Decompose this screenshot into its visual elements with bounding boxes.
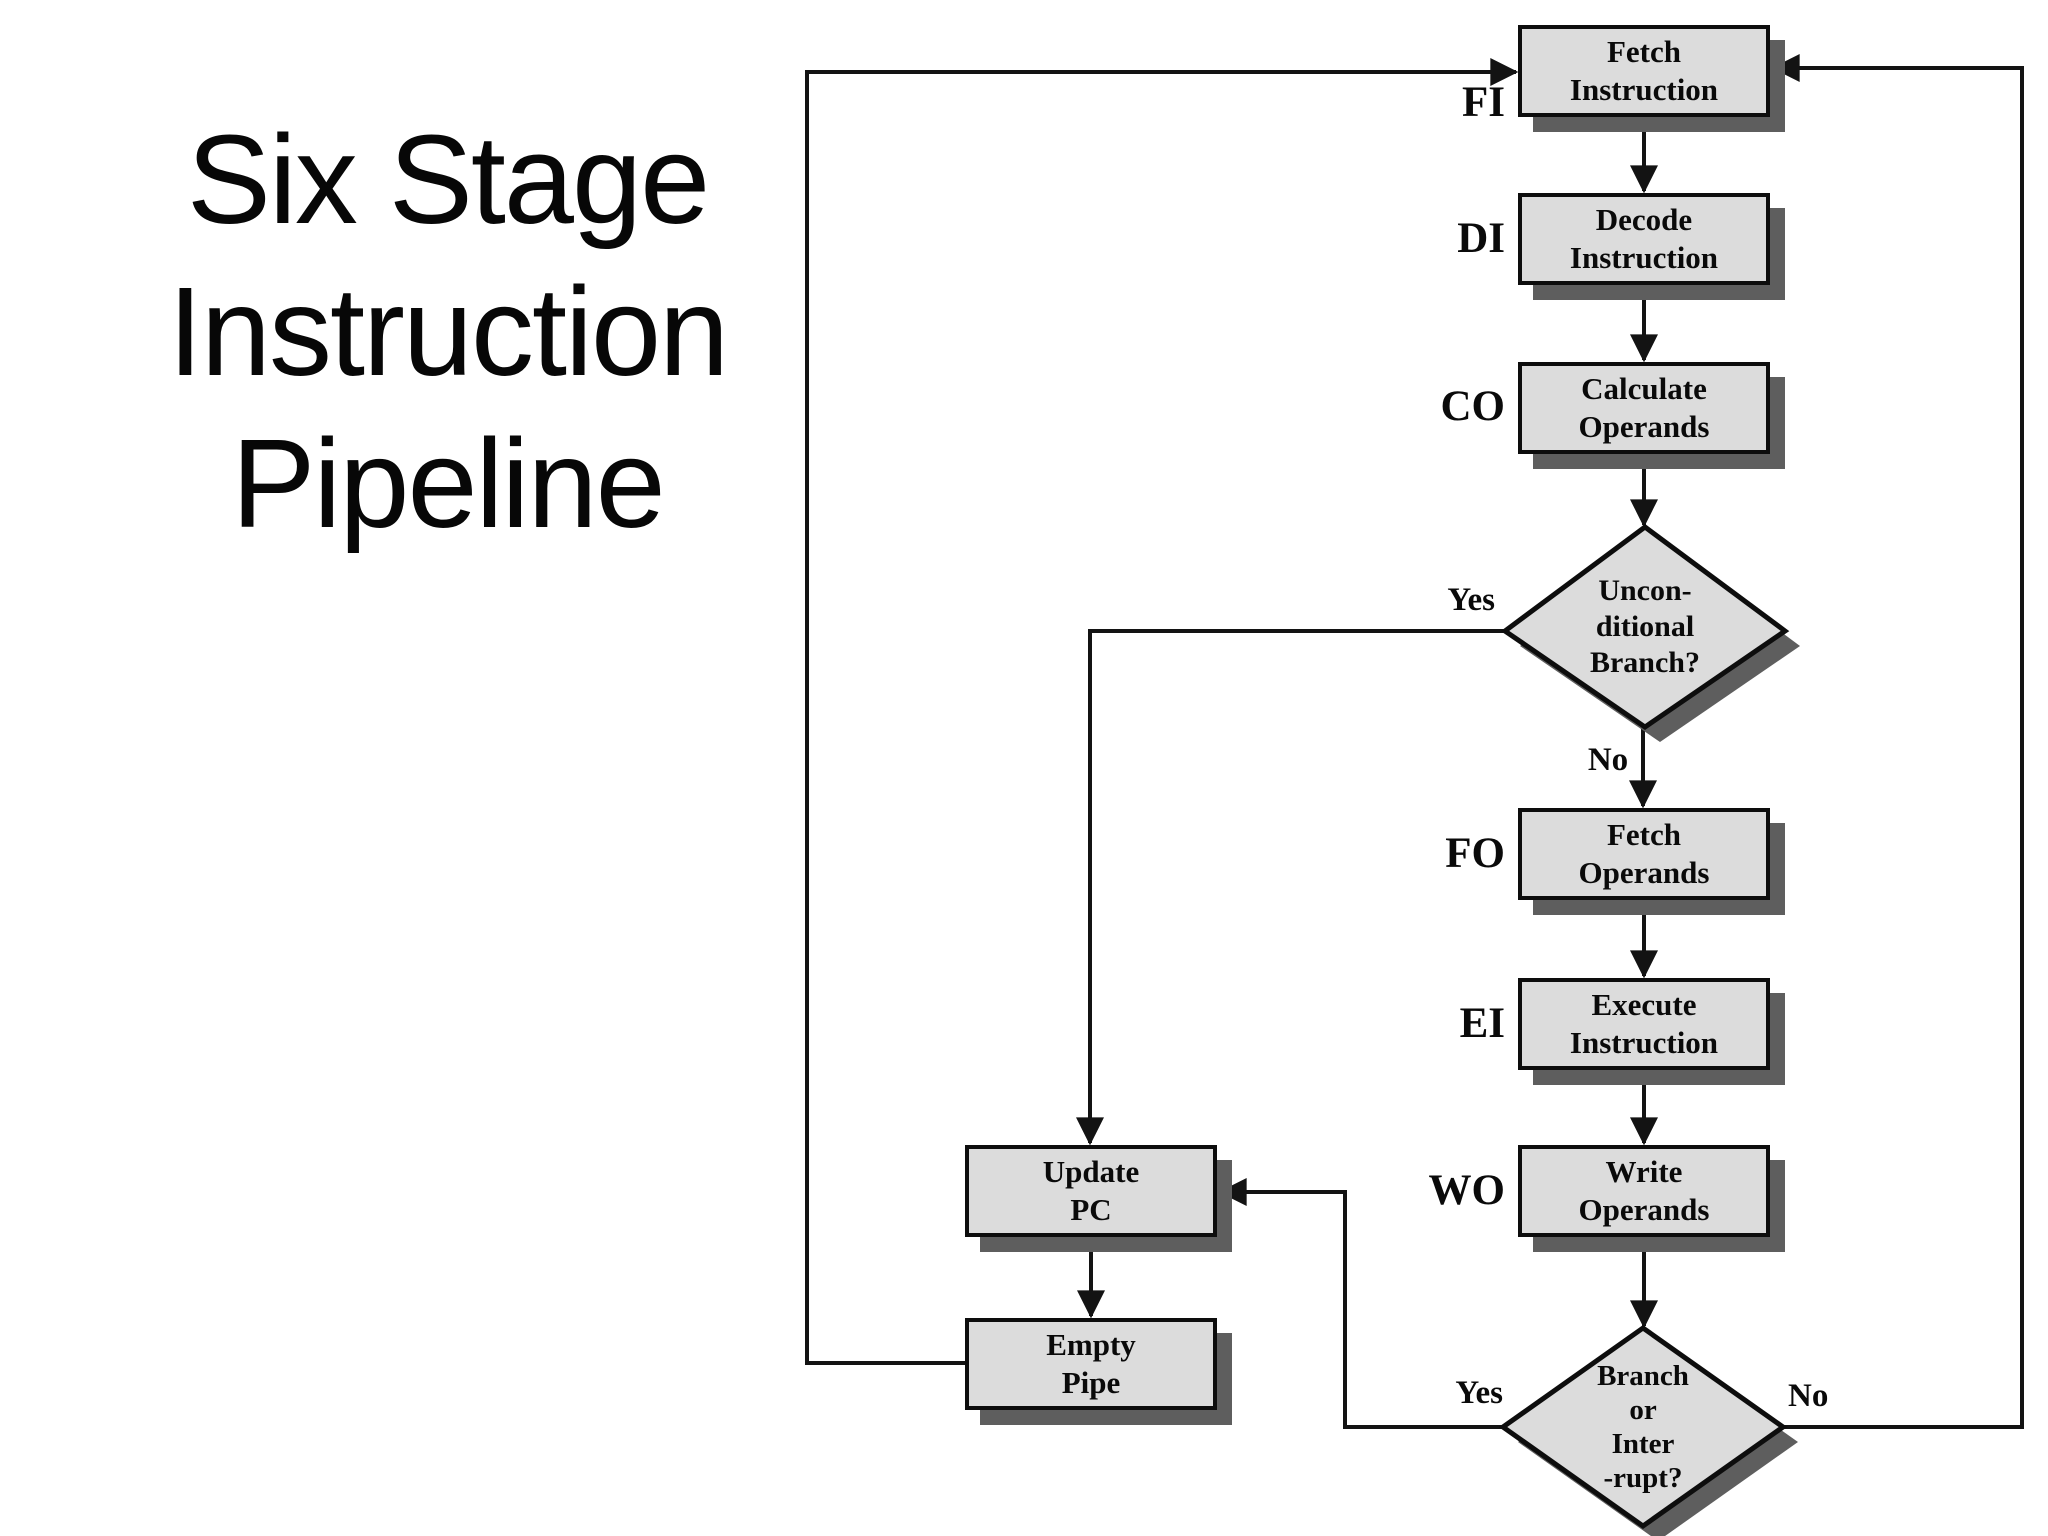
node-fetch-operands: Fetch Operands — [1518, 808, 1770, 900]
branch-or-interrupt-diamond — [1498, 1324, 1788, 1530]
decision-unconditional-branch-label: Uncon- ditional Branch? — [1589, 574, 1700, 679]
edge-unconditional-branch-yes-to-update-pc — [1076, 629, 1505, 1146]
node-write-operands: Write Operands — [1518, 1145, 1770, 1237]
stage-label-fo: FO — [1445, 830, 1505, 877]
node-fetch-operands-label: Fetch Operands — [1578, 817, 1710, 890]
node-empty-pipe: Empty Pipe — [965, 1318, 1217, 1410]
edge-branch-no-to-fetch-instruction — [1771, 54, 2024, 1429]
node-execute-instruction-label: Execute Instruction — [1569, 987, 1719, 1060]
node-empty-pipe-label: Empty Pipe — [1046, 1327, 1136, 1400]
edge-label-branch-no: No — [1788, 1378, 1829, 1414]
edge-label-branch-yes: Yes — [1455, 1375, 1503, 1411]
node-fetch-instruction-label: Fetch Instruction — [1569, 34, 1719, 107]
stage-label-co: CO — [1440, 383, 1506, 430]
stage-label-fi: FI — [1462, 79, 1505, 126]
node-calculate-operands: Calculate Operands — [1518, 362, 1770, 454]
node-decode-instruction-label: Decode Instruction — [1569, 202, 1719, 275]
node-fetch-instruction: Fetch Instruction — [1518, 25, 1770, 117]
slide-title: Six Stage Instruction Pipeline — [167, 109, 729, 554]
decision-branch-or-interrupt-label: Branch or Inter -rupt? — [1597, 1360, 1689, 1494]
node-decode-instruction: Decode Instruction — [1518, 193, 1770, 285]
node-update-pc-label: Update PC — [1042, 1154, 1140, 1227]
stage-label-wo: WO — [1428, 1167, 1505, 1214]
unconditional-branch-diamond — [1500, 523, 1790, 731]
node-execute-instruction: Execute Instruction — [1518, 978, 1770, 1070]
stage-label-ei: EI — [1459, 1000, 1505, 1047]
edge-label-unconditional-yes: Yes — [1447, 582, 1495, 618]
edge-branch-yes-to-update-pc — [1218, 1178, 1503, 1429]
edge-label-unconditional-no: No — [1587, 742, 1629, 778]
edge-empty-pipe-to-fetch-instruction — [805, 58, 1519, 1365]
stage-label-di: DI — [1457, 215, 1505, 262]
node-write-operands-label: Write Operands — [1578, 1154, 1710, 1227]
node-update-pc: Update PC — [965, 1145, 1217, 1237]
node-calculate-operands-label: Calculate Operands — [1578, 371, 1710, 444]
